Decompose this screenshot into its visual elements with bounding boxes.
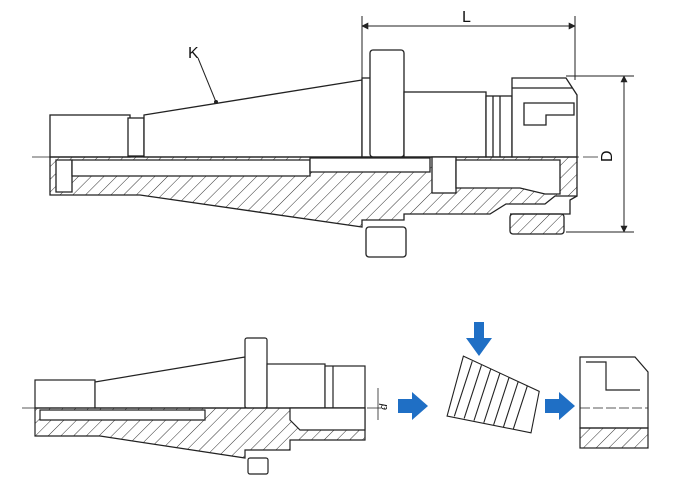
dimension-diameter bbox=[566, 75, 634, 233]
tang-neck bbox=[127, 117, 145, 157]
main-holder-drawing bbox=[32, 49, 598, 258]
length-label: L bbox=[462, 9, 471, 26]
collet-nut-drawing bbox=[579, 356, 649, 449]
dimension-length bbox=[361, 16, 576, 82]
nut-slot bbox=[523, 102, 575, 126]
assembly-arrows bbox=[398, 322, 575, 420]
collet-cavity bbox=[455, 159, 561, 195]
holder-small-drawing bbox=[22, 337, 385, 475]
bore-channel bbox=[71, 159, 311, 177]
arrow-down-icon bbox=[466, 322, 492, 356]
neck-upper bbox=[485, 95, 513, 158]
collet-drawing bbox=[446, 355, 540, 434]
body-upper bbox=[403, 91, 487, 158]
taper-label: K bbox=[188, 45, 199, 62]
taper-upper bbox=[143, 79, 363, 158]
drive-key bbox=[365, 226, 407, 258]
bore-label: d bbox=[378, 403, 390, 410]
k-leader bbox=[197, 57, 217, 103]
flange-upper bbox=[369, 49, 405, 158]
nut-lower bbox=[509, 213, 565, 235]
diameter-label: D bbox=[599, 150, 616, 162]
arrow-right-icon bbox=[398, 392, 428, 420]
retaining-ring bbox=[431, 156, 457, 194]
tang-upper bbox=[49, 114, 131, 158]
arrow-right-icon bbox=[545, 392, 575, 420]
